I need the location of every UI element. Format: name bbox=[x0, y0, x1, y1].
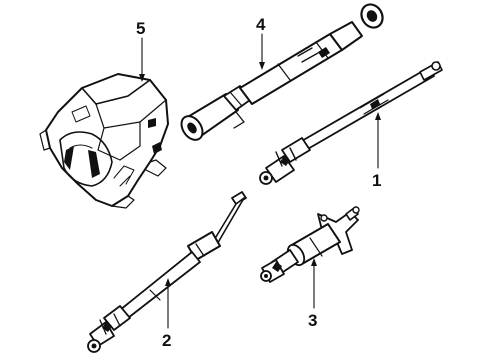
leader-arrow-5 bbox=[139, 74, 145, 82]
callout-labels: 5 4 1 2 3 bbox=[136, 15, 381, 350]
callout-4: 4 bbox=[256, 15, 266, 34]
part-5-column-cover bbox=[39, 73, 169, 209]
part-2-intermediate-shaft bbox=[87, 191, 247, 353]
part-3-lower-shaft-bracket bbox=[260, 206, 360, 283]
leader-lines bbox=[139, 33, 381, 329]
part-1-upper-shaft bbox=[259, 61, 443, 185]
part-4-column-tube bbox=[180, 3, 384, 141]
leader-arrow-3 bbox=[311, 258, 317, 266]
callout-1: 1 bbox=[372, 171, 381, 190]
callout-2: 2 bbox=[162, 331, 171, 350]
leader-arrow-4 bbox=[259, 62, 265, 70]
callout-5: 5 bbox=[136, 19, 145, 38]
leader-arrow-1 bbox=[375, 112, 381, 120]
callout-3: 3 bbox=[308, 311, 317, 330]
leader-arrow-2 bbox=[165, 278, 171, 286]
